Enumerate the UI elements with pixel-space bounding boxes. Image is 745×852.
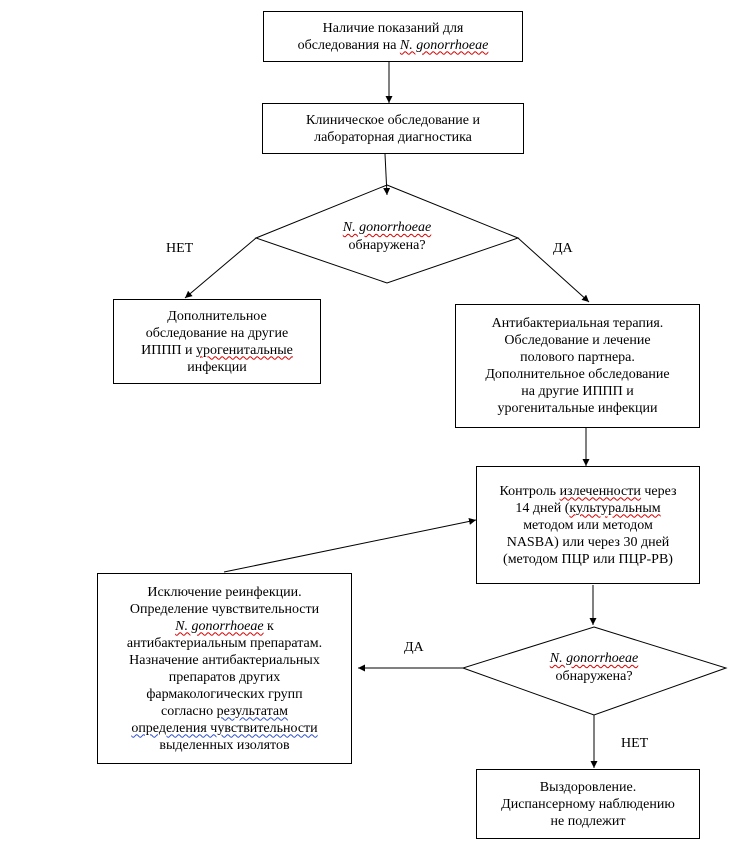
text-run: не подлежит (550, 813, 626, 829)
label-no-1: НЕТ (166, 241, 194, 256)
node-text-line: Обследование и лечение (504, 332, 650, 349)
text-run: Клиническое обследование и (306, 112, 480, 128)
text-run: Исключение реинфекции. (147, 584, 302, 600)
node-text-line: N. gonorrhoeae (307, 219, 467, 237)
node-text-line: обследования на N. gonorrhoeae (298, 37, 489, 54)
node-text-line: (методом ПЦР или ПЦР-РВ) (503, 551, 673, 568)
node-text-line: не подлежит (551, 813, 626, 830)
node-text-line: инфекции (187, 359, 247, 376)
text-run: определения чувствительности (131, 720, 318, 736)
decision-2-text: N. gonorrhoeae обнаружена? (514, 650, 674, 686)
text-run: фармакологических групп (146, 686, 303, 702)
node-text-line: Дополнительное обследование (485, 366, 669, 383)
node-text-line: обнаружена? (514, 668, 674, 686)
text-run: N. gonorrhoeae (175, 618, 264, 634)
node-text-line: препаратов других (169, 669, 280, 686)
text-run: выделенных изолятов (159, 737, 290, 753)
node-text-line: лабораторная диагностика (314, 129, 472, 146)
node-text-line: 14 дней (культуральным (515, 500, 660, 517)
arrow-exclusion-to-control (223, 517, 477, 573)
text-run: N. gonorrhoeae (399, 37, 489, 53)
arrow-decision1-yes (517, 237, 590, 303)
node-text-line: N. gonorrhoeae (514, 650, 674, 668)
text-run: антибактериальным препаратам. (126, 635, 323, 651)
text-run: Определение чувствительности (129, 601, 320, 617)
therapy-box: Антибактериальная терапия. Обследование и… (455, 304, 700, 428)
node-text-line: урогенитальные инфекции (498, 400, 658, 417)
text-run: согласно (160, 703, 217, 719)
text-run: лабораторная диагностика (314, 129, 472, 145)
node-text-line: NASBA) или через 30 дней (507, 534, 670, 551)
label-yes-2: ДА (404, 640, 424, 655)
node-text-line: N. gonorrhoeae к (175, 618, 274, 635)
node-text-line: Антибактериальная терапия. (492, 315, 664, 332)
text-run: урогенитальные (196, 342, 293, 358)
node-text-line: выделенных изолятов (159, 737, 289, 754)
node-text-line: фармакологических групп (146, 686, 302, 703)
text-run: Контроль (499, 483, 560, 499)
reinfection-box: Исключение реинфекции.Определение чувств… (97, 573, 352, 764)
node-text-line: на другие ИППП и (521, 383, 634, 400)
text-run: полового партнера. (520, 350, 635, 365)
label-no-2: НЕТ (621, 736, 649, 751)
node-text-line: обследование на другие (146, 325, 288, 342)
text-run: результатам (216, 703, 288, 719)
node-text-line: Диспансерному наблюдению (501, 796, 675, 813)
node-text-line: Клиническое обследование и (306, 112, 480, 129)
text-run: (методом ПЦР или ПЦР-РВ) (503, 551, 673, 567)
text-run: N. gonorrhoeae (342, 220, 432, 235)
label-yes-1: ДА (553, 241, 573, 256)
text-run: обследование на другие (145, 325, 289, 341)
text-run: через (640, 483, 677, 499)
text-run: Диспансерному наблюдению (501, 796, 675, 812)
arrow-clinical-to-decision1 (383, 153, 391, 196)
node-text-line: антибактериальным препаратам. (127, 635, 322, 652)
text-run: урогенитальные инфекции (497, 401, 658, 416)
node-text-line: согласно результатам (161, 703, 288, 720)
node-text-line: Контроль излеченности через (499, 483, 676, 500)
text-run: методом или методом (523, 517, 653, 533)
node-text-line: полового партнера. (520, 349, 635, 366)
node-text-line: методом или методом (523, 517, 653, 534)
node-text-line: Выздоровление. (540, 779, 636, 796)
node-text-line: Наличие показаний для (323, 20, 464, 37)
text-run: ИППП и (141, 342, 197, 358)
text-run: на другие ИППП и (521, 384, 634, 399)
text-run: обнаружена? (348, 238, 426, 253)
text-run: N. gonorrhoeae (549, 651, 639, 666)
text-run: излеченности (559, 483, 641, 499)
node-text-line: определения чувствительности (131, 720, 317, 737)
node-text-line: Исключение реинфекции. (147, 584, 301, 601)
text-run: культуральным (569, 500, 661, 516)
node-text-line: Определение чувствительности (130, 601, 319, 618)
text-run: обследования на (297, 37, 400, 53)
arrow-decision1-no (184, 237, 257, 299)
decision-diamond-1 (254, 184, 520, 284)
text-run: Наличие показаний для (322, 20, 464, 36)
text-run: к (263, 618, 274, 634)
decision-1-text: N. gonorrhoeae обнаружена? (307, 219, 467, 255)
text-run: Обследование и лечение (504, 333, 651, 348)
text-run: 14 дней ( (515, 500, 570, 516)
text-run: обнаружена? (555, 669, 633, 684)
node-text-line: ИППП и урогенитальные (141, 342, 293, 359)
text-run: инфекции (187, 359, 247, 375)
node-text-line: Назначение антибактериальных (129, 652, 320, 669)
text-run: NASBA) или через 30 дней (506, 534, 670, 550)
node-text-line: Дополнительное (167, 308, 266, 325)
text-run: Выздоровление. (539, 779, 637, 795)
text-run: Дополнительное (167, 308, 267, 324)
text-run: Дополнительное обследование (485, 367, 670, 382)
node-text-line: обнаружена? (307, 237, 467, 255)
text-run: Антибактериальная терапия. (491, 316, 664, 331)
text-run: препаратов других (168, 669, 281, 685)
text-run: Назначение антибактериальных (129, 652, 320, 668)
